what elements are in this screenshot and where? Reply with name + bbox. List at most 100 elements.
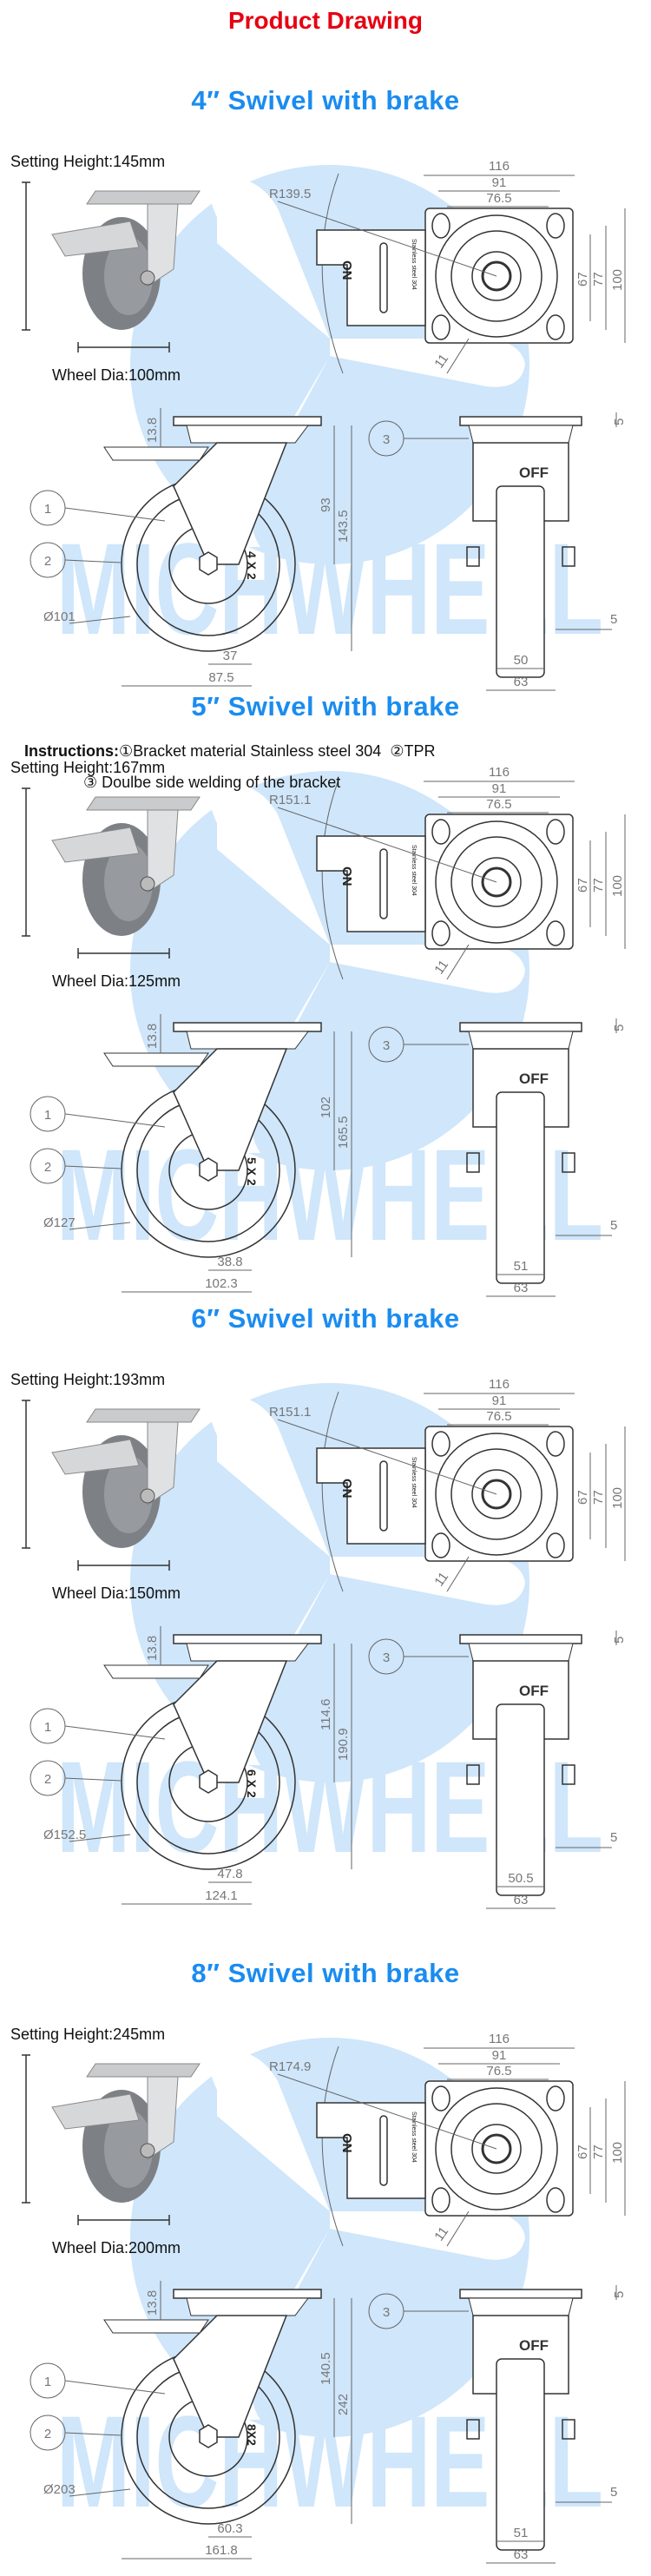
bracket-mark: Stainless steel 304 [411,2112,417,2163]
instruction-item-2: ②TPR [390,742,436,760]
dim-top-w1: 116 [489,765,510,780]
section-2: MICHWHEEL ON Stainless steel 304 [0,684,651,1309]
front-view-drawing: 3 OFF 5 5 50.5 63 [368,1631,627,1909]
dim-top-w3: 76.5 [486,1409,511,1424]
on-label: ON [339,260,354,280]
dim-top-h2: 77 [591,1490,606,1505]
dim-axle-height: 93 [319,497,333,512]
callout-1: 1 [44,1108,51,1123]
dim-width: 102.3 [205,1276,238,1291]
dim-top-h3: 100 [610,875,625,897]
dim-plate-thickness: 5 [612,2291,627,2298]
dim-top-w2: 91 [492,175,507,190]
dim-total-width: 63 [514,1281,529,1295]
caster-photo [51,190,201,330]
dim-top-w3: 76.5 [486,2064,511,2079]
dim-total-height: 190.9 [336,1728,351,1761]
callout-1: 1 [44,502,51,517]
on-label: ON [339,866,354,886]
dim-total-width: 63 [514,1893,529,1907]
dim-side-gap: 5 [610,2485,617,2500]
section-3: MICHWHEEL ON Stainless steel 304 [0,1296,651,1921]
callout-2: 2 [44,2427,51,2441]
setting-height: Setting Height:193mm [10,1371,166,1388]
dim-radius: R139.5 [269,187,311,201]
wheel-diameter: Wheel Dia:150mm [52,1584,181,1602]
section-drawing: MICHWHEEL ON Stainless steel 304 [22,159,627,691]
wheel-diameter: Wheel Dia:200mm [52,2239,181,2256]
dim-axle-height: 114.6 [319,1699,333,1730]
section-title: 5″ Swivel with brake [191,691,460,721]
dim-top-h1: 67 [575,2144,590,2159]
dim-top-h1: 67 [575,272,590,287]
dim-top-w3: 76.5 [486,797,511,812]
dim-offset: 38.8 [217,1255,242,1269]
section-title: 6″ Swivel with brake [191,1303,460,1334]
setting-height-bar [22,181,170,352]
dim-side-gap: 5 [610,1218,617,1233]
dim-total-height: 143.5 [336,510,351,543]
caster-photo [51,1408,201,1548]
wheel-diameter: Wheel Dia:100mm [52,366,181,384]
dim-wheel-dia: Ø152.5 [43,1828,86,1842]
setting-height: Setting Height:167mm [10,759,166,776]
on-label: ON [339,1479,354,1499]
dim-top-h3: 100 [610,1487,625,1509]
dim-top-w2: 91 [492,781,507,796]
front-view-drawing: 3 OFF 5 5 51 63 [368,1018,627,1297]
dim-wheel-width: 50.5 [508,1871,533,1886]
dim-wheel-width: 50 [514,653,529,668]
instructions-label: Instructions: [24,742,120,760]
dim-top-h3: 100 [610,2142,625,2164]
instruction-item-1: ①Bracket material Stainless steel 304 [119,742,382,760]
dim-wheel-dia: Ø203 [43,2482,76,2497]
section-drawing: MICHWHEEL ON Stainless steel 304 [22,2032,627,2564]
dim-width: 124.1 [205,1888,238,1903]
dim-top-h1: 67 [575,878,590,893]
dim-wheel-width: 51 [514,1259,529,1274]
dim-plate-thickness: 5 [612,1637,627,1644]
off-label: OFF [519,1683,549,1699]
dim-total-height: 242 [336,2394,351,2415]
callout-2: 2 [44,1160,51,1175]
section-title: 8″ Swivel with brake [191,1958,460,1988]
dim-width: 161.8 [205,2543,238,2558]
setting-height: Setting Height:245mm [10,2026,166,2043]
dim-top-h3: 100 [610,269,625,291]
callout-3: 3 [383,1038,390,1053]
dim-plate: 13.8 [145,2290,160,2316]
top-view-drawing: ON Stainless steel 304 R174.9 116 91 76.… [269,2032,626,2247]
side-view-drawing: 8X2 13.8 140.5 242 60.3 161.8 Ø203 1 2 [30,2281,352,2560]
dim-total-height: 165.5 [336,1116,351,1149]
dim-top-w2: 91 [492,2048,507,2063]
caster-photo [51,796,201,936]
callout-1: 1 [44,1720,51,1735]
section-1: MICHWHEEL ON Stainless steel 304 [0,78,651,703]
wheel-mark: 5 X 2 [245,1157,259,1186]
dim-width: 87.5 [208,670,233,685]
off-label: OFF [519,1071,549,1087]
callout-3: 3 [383,2305,390,2320]
instruction-item-3: ③ Doulbe side welding of the bracket [83,774,341,791]
dim-top-w1: 116 [489,1377,510,1392]
dim-plate: 13.8 [145,418,160,443]
bracket-mark: Stainless steel 304 [411,1457,417,1508]
dim-top-h1: 67 [575,1490,590,1505]
bracket-mark: Stainless steel 304 [411,239,417,290]
dim-wheel-dia: Ø127 [43,1216,76,1230]
side-view-drawing: 4 X 2 13.8 93 143.5 37 87.5 Ø101 1 2 [30,408,352,687]
wheel-mark: 4 X 2 [245,551,259,580]
dim-top-w1: 116 [489,2032,510,2046]
setting-height-bar [22,1400,170,1571]
section-title: 4″ Swivel with brake [191,85,460,115]
top-view-drawing: ON Stainless steel 304 R151.1 116 91 76.… [269,1377,626,1592]
section-4: MICHWHEEL ON Stainless steel 304 [0,1951,651,2576]
dim-offset: 37 [223,649,238,663]
dim-offset: 60.3 [217,2521,242,2536]
setting-height-bar [22,2054,170,2225]
dim-offset: 47.8 [217,1867,242,1881]
dim-radius: R174.9 [269,2059,311,2074]
callout-3: 3 [383,1650,390,1665]
dim-top-h2: 77 [591,272,606,287]
dim-top-w3: 76.5 [486,191,511,206]
